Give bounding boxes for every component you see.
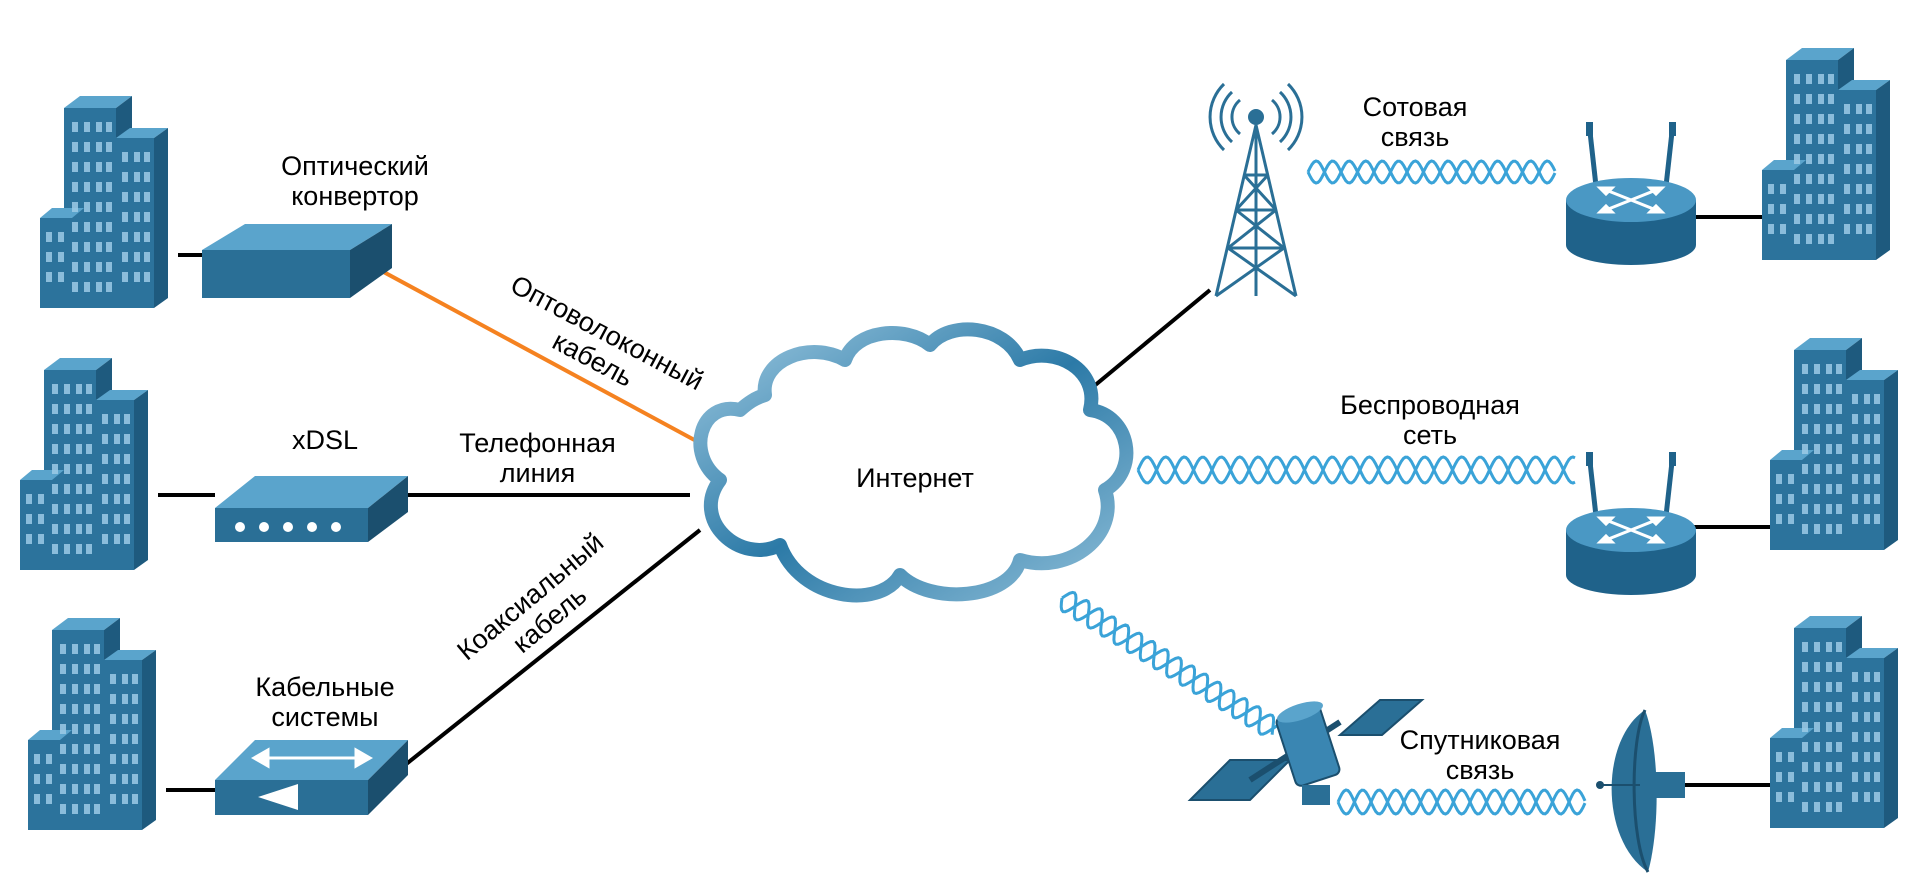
building-icon [20,358,148,570]
optical-converter-label: Оптический конвертор [250,151,460,211]
cellular-wave [1306,159,1557,185]
building-icon [1770,338,1898,550]
satellite-icon [1187,699,1425,805]
satellite-label-line2: связь [1445,755,1515,785]
wireless-label-line2: сеть [1402,420,1458,450]
wireless-router-icon [1566,122,1696,265]
cellular-label-line2: связь [1380,122,1450,152]
wireless-wave [1136,455,1576,485]
cable-systems-label: Кабельные системы [225,672,425,732]
wireless-router-icon [1566,452,1696,595]
cloud-label: Интернет [856,463,974,493]
satellite-dish-icon [1596,709,1685,873]
phone-line-label: Телефонная линия [430,428,645,488]
wireless-waves [1059,159,1587,816]
xdsl-label: xDSL [291,425,359,455]
coax-line [403,528,702,767]
wireless-label-line1: Беспроводная [1340,390,1520,420]
cellular-label-line1: Сотовая [1362,92,1468,122]
phone-line-label-line1: Телефонная [459,428,616,458]
cable-systems-label-line1: Кабельные [255,672,395,702]
cable-modem-icon [215,740,408,815]
building-icon [1770,616,1898,828]
optical-converter-label-line2: конвертор [291,181,419,211]
satellite-label: Спутниковая связь [1375,725,1585,785]
cable-systems-label-line2: системы [271,702,379,732]
cellular-label: Сотовая связь [1335,92,1495,152]
optical-converter-label-line1: Оптический [281,151,429,181]
satellite-wave-upper [1059,590,1279,736]
optical-converter-icon [202,224,392,298]
cell-tower-icon [1208,82,1304,298]
satellite-label-line1: Спутниковая [1399,725,1561,755]
phone-line-label-line2: линия [499,458,576,488]
cloud-icon [693,322,1134,603]
fiber-optic-line [379,268,701,445]
building-icon [40,96,168,308]
building-icon [28,618,156,830]
satellite-wave-lower [1336,788,1587,816]
dsl-modem-icon [215,476,408,542]
building-icon [1762,48,1890,260]
wireless-label: Беспроводная сеть [1325,390,1535,450]
